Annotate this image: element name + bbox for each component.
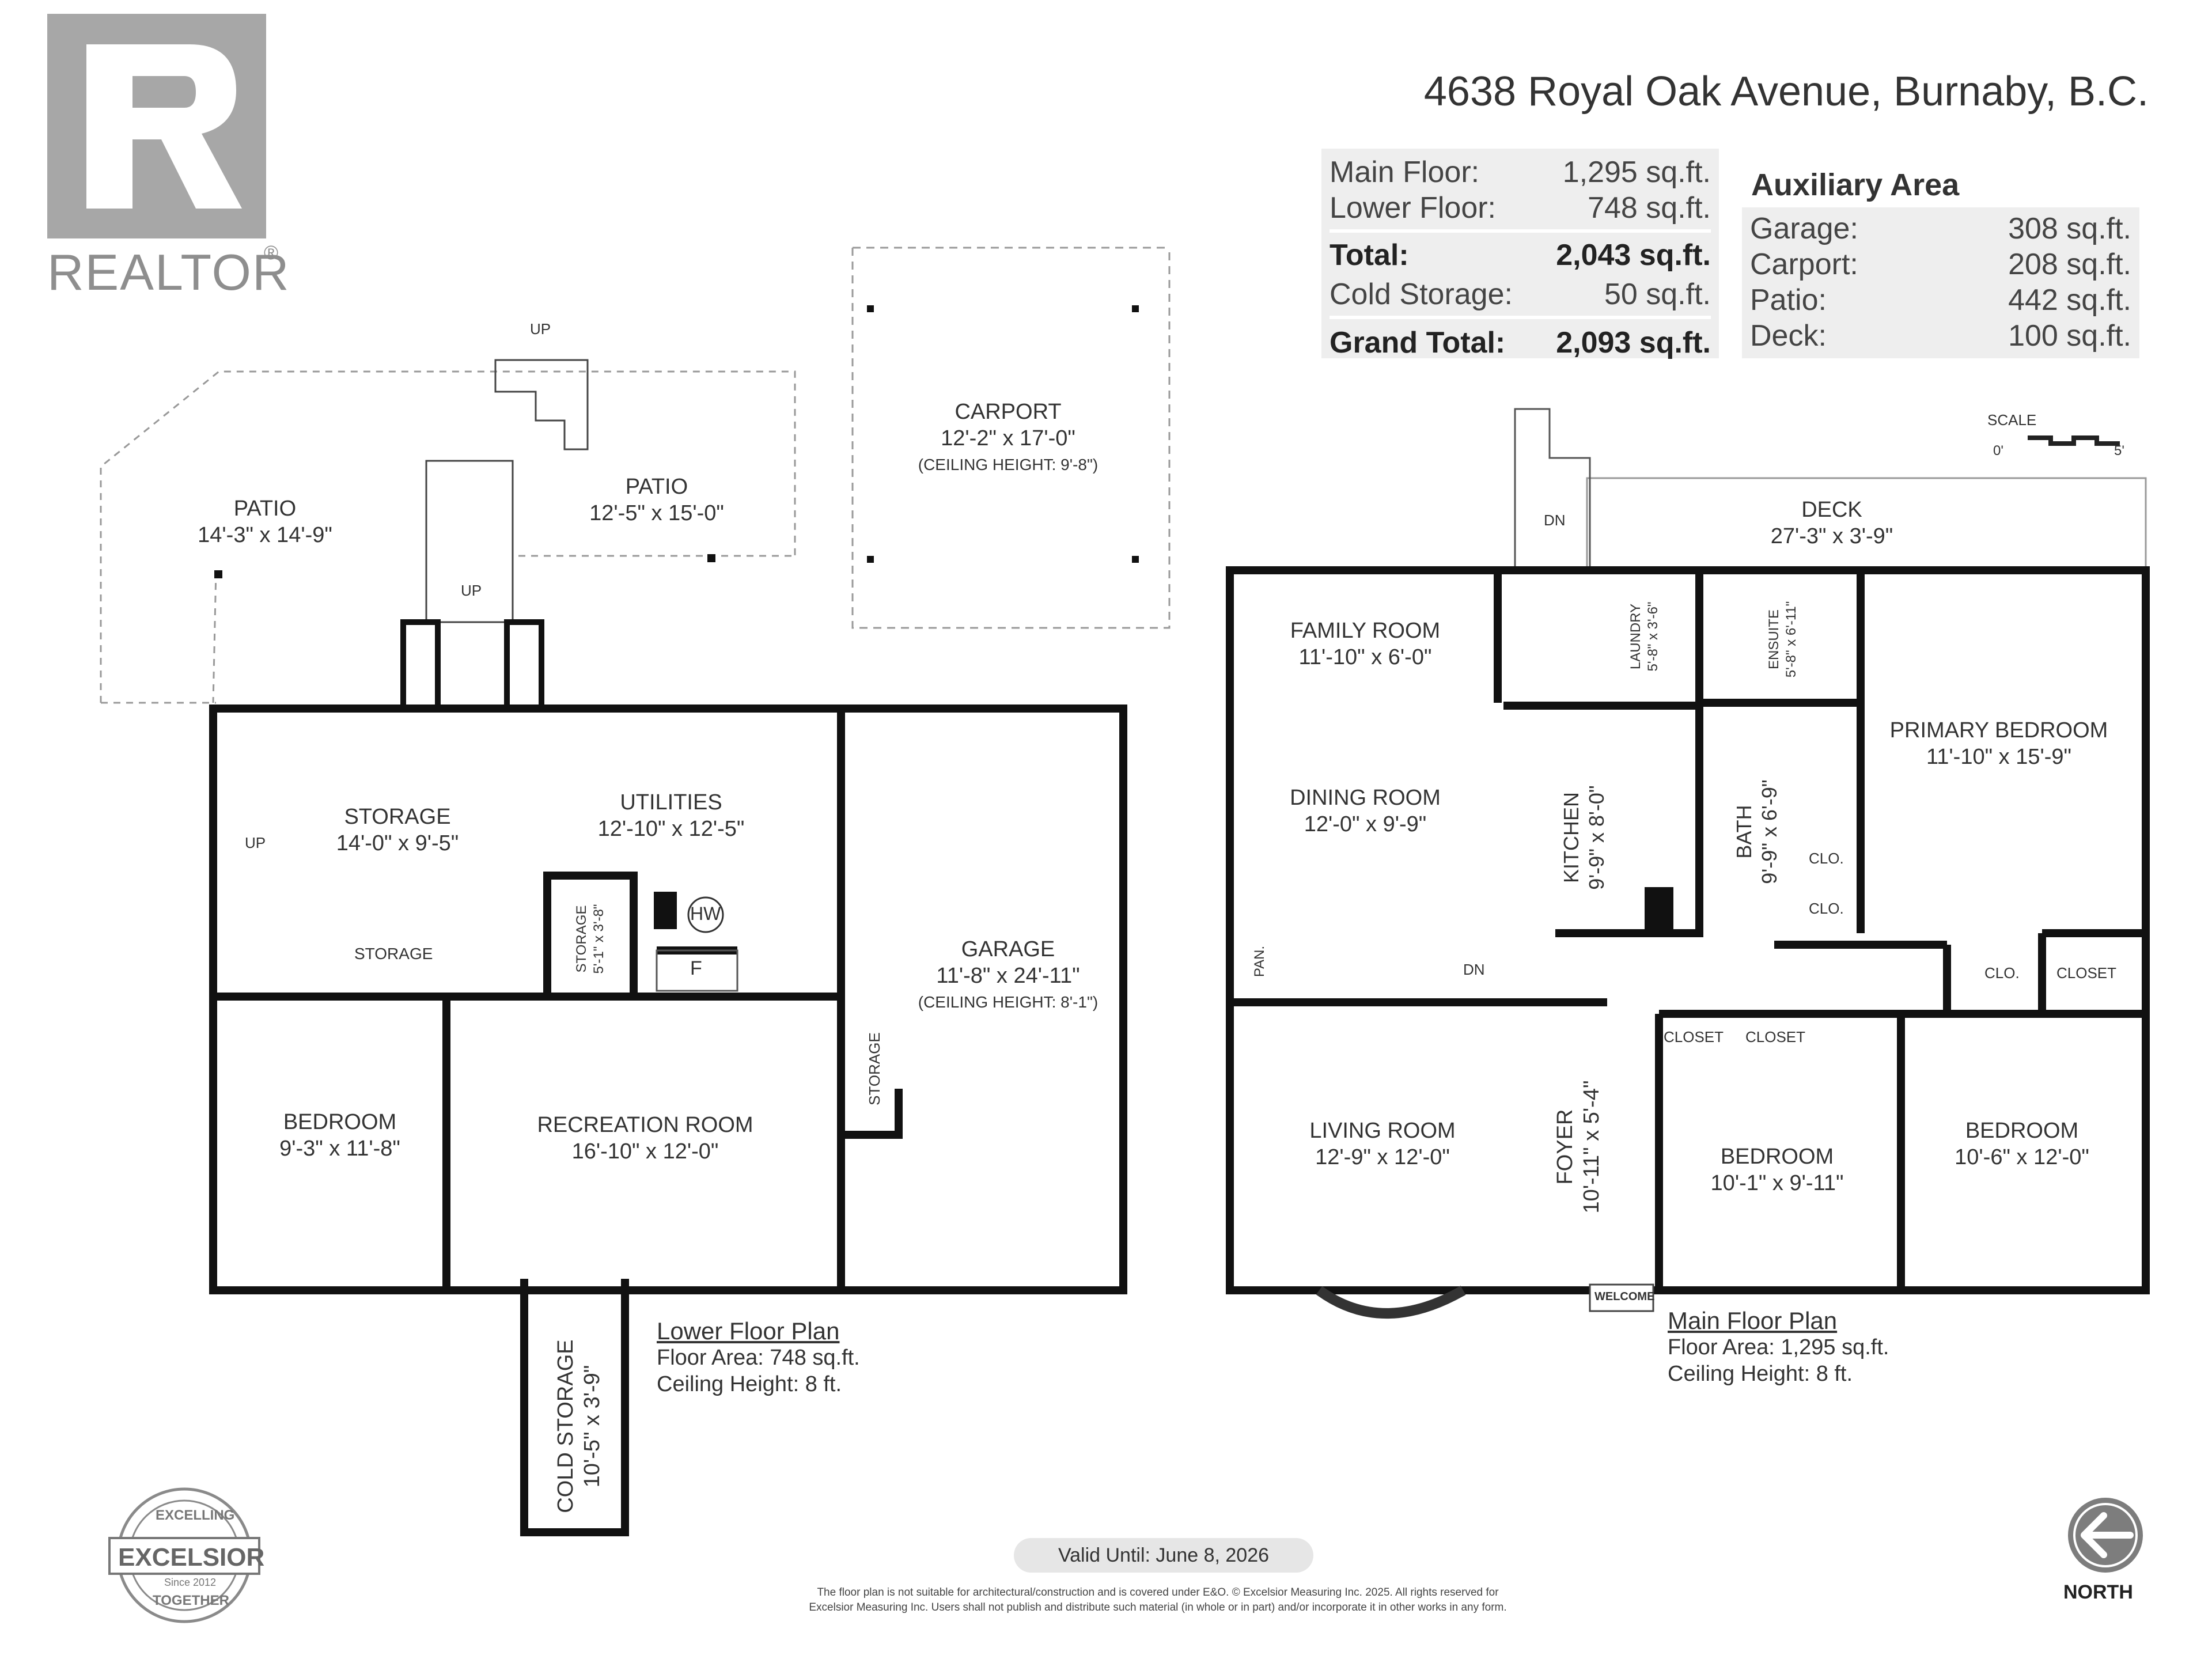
svg-text:0': 0' bbox=[1993, 443, 2003, 459]
aux-row: Patio:442 sq.ft. bbox=[1750, 283, 2131, 317]
auxiliary-table: Garage:308 sq.ft. Carport:208 sq.ft. Pat… bbox=[1742, 207, 2139, 358]
main-label-closet: CLO. bbox=[1984, 964, 2020, 982]
svg-text:SCALE: SCALE bbox=[1987, 411, 2036, 429]
valid-until-pill: Valid Until: June 8, 2026 bbox=[1014, 1538, 1313, 1573]
lower-label-up: UP bbox=[530, 320, 551, 338]
aux-row: Carport:208 sq.ft. bbox=[1750, 248, 2131, 281]
auxiliary-title: Auxiliary Area bbox=[1751, 168, 1960, 202]
lower-floor-plan bbox=[100, 247, 1171, 704]
area-row: Cold Storage:50 sq.ft. bbox=[1330, 278, 1711, 311]
scale-bar: SCALE 0' 5' bbox=[1987, 411, 2124, 459]
hot-water-icon bbox=[654, 892, 677, 929]
realtor-logo: REALTOR ® bbox=[46, 13, 289, 301]
area-row: Lower Floor:748 sq.ft. bbox=[1330, 191, 1711, 225]
north-arrow-icon bbox=[2068, 1498, 2143, 1573]
patio-outline bbox=[100, 370, 796, 703]
disclaimer: The floor plan is not suitable for archi… bbox=[809, 1586, 1507, 1613]
lower-walls bbox=[209, 619, 1127, 1536]
lower-label-furnace: F bbox=[690, 957, 702, 979]
main-label-welcome-mat: WELCOME bbox=[1594, 1290, 1655, 1303]
stairs-icon bbox=[494, 359, 589, 450]
aux-row: Deck:100 sq.ft. bbox=[1750, 319, 2131, 353]
area-summary-table: Main Floor:1,295 sq.ft. Lower Floor:748 … bbox=[1321, 149, 1719, 361]
excelsior-badge: EXCELLING EXCELSIOR Since 2012 TOGETHER bbox=[101, 1483, 268, 1627]
area-row-grand-total: Grand Total:2,093 sq.ft. bbox=[1330, 316, 1711, 361]
address-title: 4638 Royal Oak Avenue, Burnaby, B.C. bbox=[1423, 69, 2149, 115]
main-floor-caption: Main Floor Plan Floor Area: 1,295 sq.ft.… bbox=[1668, 1307, 1889, 1387]
badge-seal-icon bbox=[108, 1487, 260, 1623]
area-row-total: Total:2,043 sq.ft. bbox=[1330, 229, 1711, 273]
lower-label-up: UP bbox=[461, 582, 482, 599]
aux-row: Garage:308 sq.ft. bbox=[1750, 212, 2131, 245]
svg-text:5': 5' bbox=[2114, 443, 2124, 459]
main-label-closet: CLOSET bbox=[2056, 964, 2117, 982]
lower-floor-caption: Lower Floor Plan Floor Area: 748 sq.ft. … bbox=[657, 1317, 860, 1397]
main-label-pantry: PAN. bbox=[1252, 945, 1268, 978]
main-label-dn: DN bbox=[1544, 512, 1566, 529]
main-walls bbox=[1226, 566, 2150, 1294]
lower-label-hw: HW bbox=[690, 903, 721, 924]
realtor-r-icon bbox=[47, 14, 266, 238]
main-label-closet: CLOSET bbox=[1664, 1028, 1724, 1046]
area-row: Main Floor:1,295 sq.ft. bbox=[1330, 156, 1711, 189]
main-label-dn: DN bbox=[1463, 961, 1485, 978]
main-label-closet: CLO. bbox=[1809, 850, 1844, 867]
carport-outline bbox=[851, 247, 1171, 629]
main-label-closet: CLO. bbox=[1809, 900, 1844, 917]
lower-room-storage-under-stairs: STORAGE bbox=[354, 945, 433, 963]
lower-label-up: UP bbox=[245, 834, 266, 851]
registered-mark: ® bbox=[264, 242, 279, 264]
main-label-closet: CLOSET bbox=[1745, 1028, 1806, 1046]
lower-room-storage-side: STORAGE bbox=[865, 1032, 883, 1105]
realtor-wordmark: REALTOR bbox=[47, 244, 290, 301]
furnace-icon bbox=[656, 949, 738, 992]
north-arrow: NORTH bbox=[2062, 1495, 2149, 1610]
